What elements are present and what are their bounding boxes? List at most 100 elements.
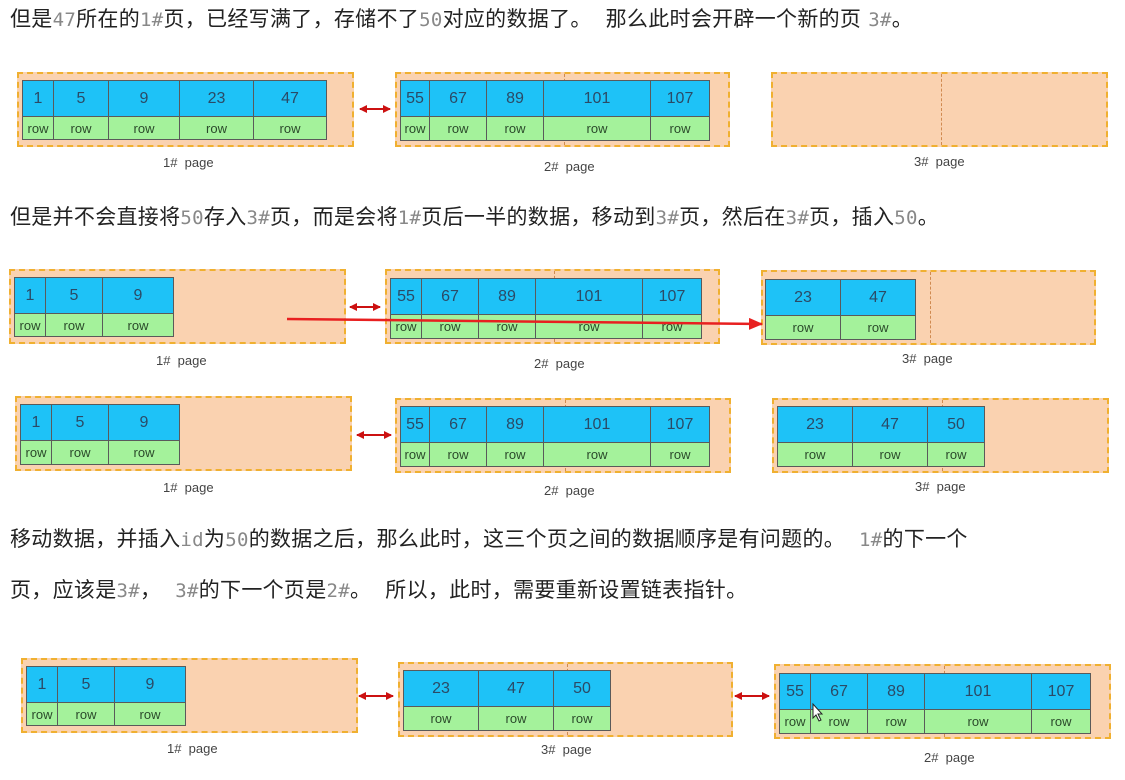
record-row: row [254,117,326,139]
inline-code-token: 3# [246,207,270,229]
record-row: row [180,117,253,139]
text-run: 的下一个页是 [198,578,327,602]
text-run: ， [139,578,176,602]
text-run: 对应的数据了。 那么此时会开辟一个新的页 [442,7,869,31]
record-row: row [651,117,709,140]
record-key: 23 [180,81,253,117]
record-key: 101 [536,279,642,315]
record-key: 67 [430,81,486,117]
record-row: row [401,117,429,140]
page-label: 1# page [156,353,207,368]
record-key: 89 [868,674,924,710]
record-row: row [103,314,173,336]
record-key: 1 [27,667,57,703]
record-row: row [1032,710,1090,733]
record-key: 9 [109,405,179,441]
record-row: row [479,315,535,338]
record-row: row [925,710,1031,733]
text-run: 。 [917,205,940,229]
page-label: 3# page [541,742,592,757]
record-key: 55 [780,674,810,710]
record-key: 101 [925,674,1031,710]
inline-code-token: 50 [225,529,249,551]
record-row: row [404,707,478,730]
text-run: 的下一个 [882,527,968,551]
record-row: row [868,710,924,733]
text-run: 。 所以，此时，需要重新设置链表指针。 [350,578,748,602]
record-key: 67 [811,674,867,710]
record-row: row [58,703,114,725]
record-row: row [115,703,185,725]
inline-code-token: 1# [859,529,883,551]
record-key: 23 [766,280,840,316]
record-row: row [544,443,650,466]
record-key: 107 [643,279,701,315]
record-row: row [109,117,179,139]
record-row: row [778,443,852,466]
page-half-divider [930,272,931,343]
paragraph-1: 但是47所在的1#页，已经写满了，存储不了50对应的数据了。 那么此时会开辟一个… [10,4,913,35]
page-label: 3# page [902,351,953,366]
record-row: row [21,441,51,464]
record-row: row [780,710,810,733]
record-key: 9 [103,278,173,314]
record-key: 1 [23,81,53,117]
record-row: row [109,441,179,464]
page-label: 2# page [544,483,595,498]
record-row: row [811,710,867,733]
text-run: 移动数据，并插入 [10,527,181,551]
record-key: 9 [109,81,179,117]
record-row: row [23,117,53,139]
inline-code-token: 50 [180,207,204,229]
record-row: row [27,703,57,725]
record-row: row [487,117,543,140]
text-run: 。 [891,7,913,31]
record-key: 47 [479,671,553,707]
record-row: row [853,443,927,466]
text-run: 所在的 [76,7,140,31]
page-label: 3# page [915,479,966,494]
record-row: row [766,316,840,339]
inline-code-token: 1# [397,207,422,229]
text-run: 为 [203,527,226,551]
record-key: 1 [21,405,51,441]
record-row: row [928,443,984,466]
record-key: 67 [430,407,486,443]
record-row: row [46,314,102,336]
paragraph-2: 但是并不会直接将50存入3#页，而是会将1#页后一半的数据，移动到3#页，然后在… [10,202,939,233]
page-label: 3# page [914,154,965,169]
record-row: row [54,117,108,139]
text-run: 页，而是会将 [269,205,398,229]
page-label: 2# page [924,750,975,765]
record-key: 89 [487,407,543,443]
